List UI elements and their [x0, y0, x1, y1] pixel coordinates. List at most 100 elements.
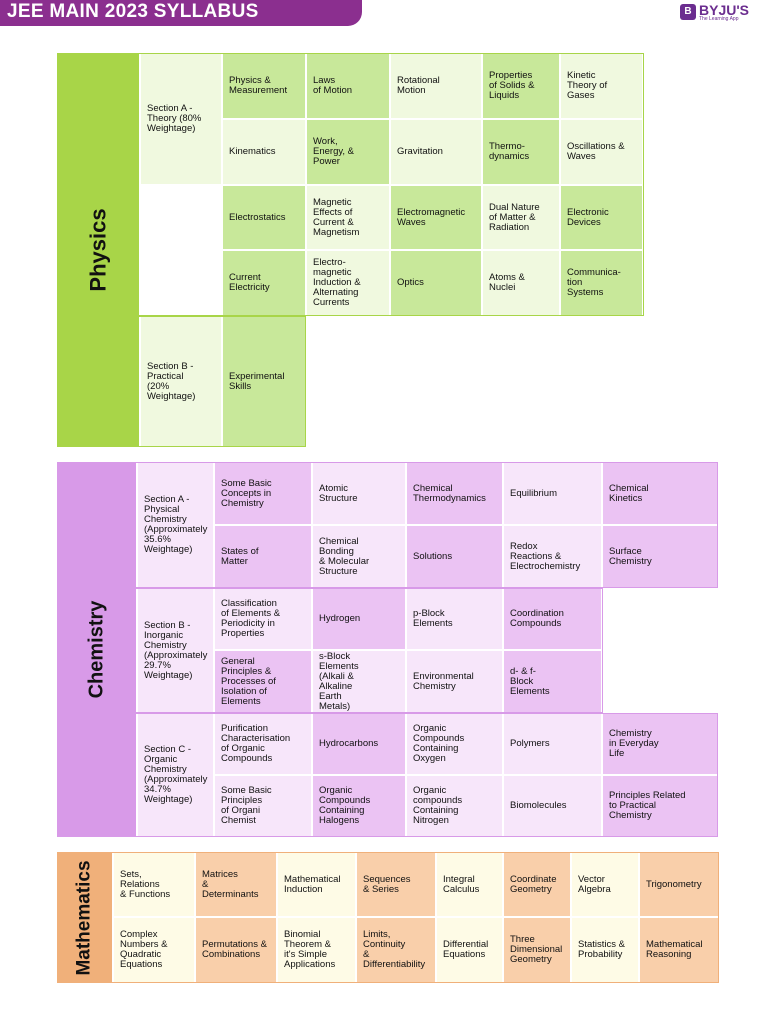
- mathematics-topic-text: Statistics & Probability: [578, 939, 625, 960]
- physics-topic-text: Electronic Devices: [567, 206, 609, 228]
- physics-blank: [140, 185, 222, 316]
- mathematics-topic: Permutations & Combinations: [195, 917, 277, 983]
- physics-practical-frame: [57, 316, 306, 447]
- chemistry-topic: Biomolecules: [503, 775, 602, 837]
- chemistry-topic: Solutions: [406, 525, 503, 588]
- physics-topic: Laws of Motion: [306, 53, 390, 119]
- mathematics-topic-text: Complex Numbers & Quadratic Equations: [120, 929, 168, 970]
- mathematics-topic: Coordinate Geometry: [503, 852, 571, 917]
- chemistry-topic: Purification Characterisation of Organic…: [214, 713, 312, 775]
- mathematics-topic: Complex Numbers & Quadratic Equations: [113, 917, 195, 983]
- physics-topic: Magnetic Effects of Current & Magnetism: [306, 185, 390, 250]
- chemistry-topic-text: Hydrocarbons: [319, 738, 379, 749]
- chemistry-topic: Atomic Structure: [312, 462, 406, 525]
- brand-tagline: The Learning App: [699, 16, 739, 22]
- mathematics-topic-text: Sets, Relations & Functions: [120, 868, 171, 900]
- physics-section-a: Section A - Theory (80% Weightage): [140, 53, 222, 185]
- physics-topic: Oscillations & Waves: [560, 119, 643, 185]
- physics-topic: Electromagnetic Waves: [390, 185, 482, 250]
- chemistry-topic: Coordination Compounds: [503, 588, 602, 650]
- physics-topic: Optics: [390, 250, 482, 316]
- physics-topic-text: Work, Energy, & Power: [313, 136, 355, 167]
- chemistry-topic-text: Biomolecules: [510, 800, 567, 811]
- physics-topic-text: Rotational Motion: [397, 75, 440, 96]
- physics-topic-text: Properties of Solids & Liquids: [489, 70, 535, 101]
- chemistry-frame-mid: [57, 588, 603, 713]
- physics-topic: Electrostatics: [222, 185, 306, 250]
- chemistry-topic: States of Matter: [214, 525, 312, 588]
- physics-topic: Current Electricity: [222, 250, 306, 316]
- mathematics-topic-text: Limits, Continuity & Differentiability: [363, 929, 426, 970]
- chemistry-topic-text: s-Block Elements (Alkali & Alkaline Eart…: [319, 650, 359, 712]
- chemistry-topic: Equilibrium: [503, 462, 602, 525]
- mathematics-label: Mathematics: [57, 852, 113, 983]
- mathematics-topic: Three Dimensional Geometry: [503, 917, 571, 983]
- physics-topic-text: Dual Nature of Matter & Radiation: [489, 201, 540, 233]
- chemistry-topic-text: p-Block Elements: [413, 608, 453, 629]
- chemistry-topic-text: Surface Chemistry: [609, 545, 652, 567]
- chemistry-section-b: Section B - Inorganic Chemistry (Approxi…: [137, 588, 214, 713]
- chemistry-topic-text: Organic Compounds Containing Oxygen: [413, 723, 465, 764]
- chemistry-topic-text: Classification of Elements & Periodicity…: [221, 598, 281, 639]
- mathematics-topic-text: Mathematical Induction: [284, 873, 341, 895]
- chemistry-topic: Redox Reactions & Electrochemistry: [503, 525, 602, 588]
- chemistry-topic: Some Basic Principles of Organi Chemist: [214, 775, 312, 837]
- mathematics-topic: Integral Calculus: [436, 852, 503, 917]
- chemistry-frame-bottom: [57, 713, 718, 837]
- mathematics-topic-text: Coordinate Geometry: [510, 873, 557, 895]
- chemistry-topic: Organic compounds Containing Nitrogen: [406, 775, 503, 837]
- chemistry-topic: d- & f- Block Elements: [503, 650, 602, 713]
- physics-topic-text: Kinetic Theory of Gases: [567, 70, 608, 101]
- mathematics-topic-text: Trigonometry: [646, 878, 702, 890]
- physics-label: Physics: [57, 53, 140, 447]
- chemistry-topic: Chemistry in Everyday Life: [602, 713, 718, 775]
- mathematics-topic-text: Mathematical Reasoning: [646, 939, 703, 960]
- physics-topic-text: Kinematics: [229, 146, 276, 157]
- physics-topic: Electronic Devices: [560, 185, 643, 250]
- mathematics-topic-text: Vector Algebra: [578, 873, 611, 895]
- physics-topic: Thermo- dynamics: [482, 119, 560, 185]
- chemistry-topic-text: Purification Characterisation of Organic…: [221, 723, 291, 764]
- mathematics-topic: Mathematical Induction: [277, 852, 356, 917]
- chemistry-topic: Organic Compounds Containing Halogens: [312, 775, 406, 837]
- chemistry-topic-text: Chemical Bonding & Molecular Structure: [319, 535, 370, 577]
- physics-topic: Properties of Solids & Liquids: [482, 53, 560, 119]
- mathematics-topic: Trigonometry: [639, 852, 719, 917]
- chemistry-topic-text: Chemical Thermodynamics: [413, 482, 486, 504]
- physics-topic-text: Electro- magnetic Induction & Alternatin…: [313, 257, 361, 308]
- physics-topic-text: Gravitation: [397, 146, 443, 157]
- physics-topic-text: Communica- tion Systems: [567, 267, 621, 298]
- mathematics-topic: Differential Equations: [436, 917, 503, 983]
- physics-practical-text: Experimental Skills: [229, 370, 285, 392]
- mathematics-topic: Mathematical Reasoning: [639, 917, 719, 983]
- physics-topic-text: Current Electricity: [229, 272, 270, 293]
- physics-topic-text: Electromagnetic Waves: [397, 206, 466, 228]
- chemistry-topic: s-Block Elements (Alkali & Alkaline Eart…: [312, 650, 406, 713]
- chemistry-topic-text: Organic Compounds Containing Halogens: [319, 785, 371, 826]
- chemistry-topic: Hydrocarbons: [312, 713, 406, 775]
- mathematics-topic-text: Binomial Theorem & it's Simple Applicati…: [284, 929, 336, 970]
- chemistry-topic-text: Solutions: [413, 550, 453, 562]
- mathematics-topic-text: Integral Calculus: [443, 873, 480, 895]
- chemistry-topic: Organic Compounds Containing Oxygen: [406, 713, 503, 775]
- physics-topic-text: Electrostatics: [229, 211, 286, 223]
- chemistry-topic-text: Organic compounds Containing Nitrogen: [413, 785, 463, 826]
- chemistry-section-a-text: Section A - Physical Chemistry (Approxim…: [144, 494, 208, 555]
- title-banner: JEE MAIN 2023 SYLLABUS: [0, 0, 362, 26]
- chemistry-topic-text: Atomic Structure: [319, 482, 358, 504]
- chemistry-topic-text: Coordination Compounds: [510, 608, 564, 629]
- chemistry-frame-top: [57, 462, 718, 588]
- mathematics-topic-text: Sequences & Series: [363, 873, 411, 895]
- chemistry-topic-text: Principles Related to Practical Chemistr…: [609, 790, 686, 821]
- chemistry-topic: Hydrogen: [312, 588, 406, 650]
- physics-section-b: Section B - Practical (20% Weightage): [140, 316, 222, 447]
- chemistry-topic-text: Polymers: [510, 738, 550, 749]
- physics-topic: Gravitation: [390, 119, 482, 185]
- mathematics-topic: Binomial Theorem & it's Simple Applicati…: [277, 917, 356, 983]
- chemistry-section-c: Section C - Organic Chemistry (Approxima…: [137, 713, 214, 837]
- physics-section-a-text: Section A - Theory (80% Weightage): [147, 103, 202, 134]
- chemistry-section-b-text: Section B - Inorganic Chemistry (Approxi…: [144, 619, 208, 681]
- physics-topic-text: Laws of Motion: [313, 75, 353, 96]
- physics-topic-text: Magnetic Effects of Current & Magnetism: [313, 196, 360, 238]
- mathematics-topic-text: Matrices & Determinants: [202, 868, 259, 900]
